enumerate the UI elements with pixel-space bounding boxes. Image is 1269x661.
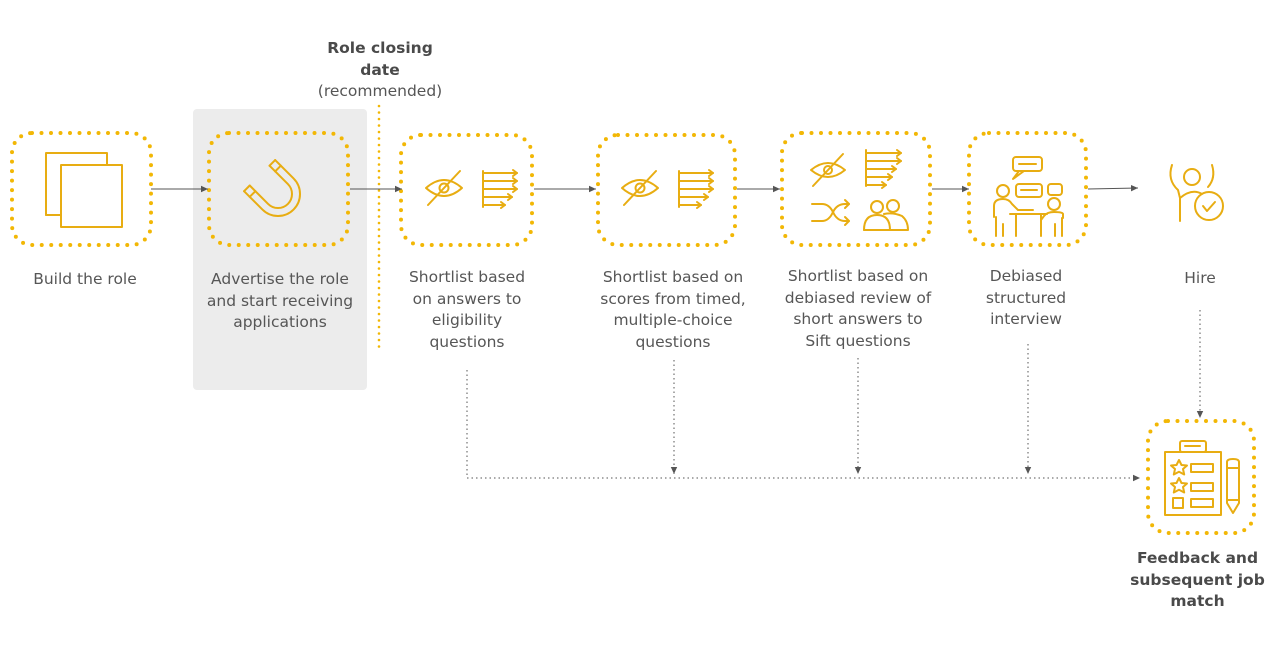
step-label-hire: Hire xyxy=(1150,268,1250,290)
step-label-line: applications xyxy=(233,313,327,331)
step-label-line: on answers to xyxy=(412,289,522,308)
arrow-interview-hire xyxy=(1087,184,1139,192)
closing-date-title: Role closing xyxy=(327,39,433,57)
step-label-line: debiased review of xyxy=(784,288,932,307)
step-label-line: Hire xyxy=(1184,269,1216,287)
feedback-label-line: subsequent job xyxy=(1130,570,1265,589)
hired-person-icon xyxy=(1169,164,1224,222)
feedback-frame xyxy=(1146,419,1256,535)
step-label-timed: Shortlist based on scores from timed, mu… xyxy=(583,267,763,353)
closing-date-title-line2: date xyxy=(360,60,400,79)
step-label-eligibility: Shortlist based on answers to eligibilit… xyxy=(387,267,547,353)
blind-sort-icon xyxy=(621,169,714,209)
closing-date-note: (recommended) xyxy=(317,82,443,100)
magnet-icon xyxy=(243,159,301,217)
blind-sort-icon xyxy=(425,169,518,209)
step-label-line: Shortlist based on xyxy=(787,267,929,285)
clipboard-rating-icon xyxy=(1164,440,1240,516)
step-label-line: interview xyxy=(990,310,1062,328)
step-frame-build xyxy=(10,131,153,247)
step-label-line: Build the role xyxy=(33,270,137,288)
step-label-line: short answers to xyxy=(793,310,923,328)
step-frame-timed xyxy=(596,133,737,247)
step-label-line: Shortlist based xyxy=(408,268,526,286)
step-label-advertise: Advertise the role and start receiving a… xyxy=(195,269,365,334)
step-label-line: multiple-choice xyxy=(613,311,733,329)
step-frame-advertise xyxy=(207,131,350,247)
current-step-highlight xyxy=(193,109,367,390)
feedback-label: Feedback and subsequent job match xyxy=(1125,548,1269,613)
interview-icon xyxy=(993,156,1064,237)
step-label-interview: Debiased structured interview xyxy=(956,266,1096,331)
feedback-label-line: Feedback and xyxy=(1136,549,1259,567)
step-label-sift: Shortlist based on debiased review of sh… xyxy=(768,266,948,352)
step-label-build: Build the role xyxy=(5,269,165,291)
step-frame-interview xyxy=(967,131,1088,247)
documents-icon xyxy=(45,152,123,228)
step-label-line: Advertise the role xyxy=(211,270,349,288)
step-label-line: Sift questions xyxy=(805,331,911,350)
step-label-line: eligibility xyxy=(431,311,503,329)
step-label-line: Debiased xyxy=(989,267,1063,285)
step-label-line: Shortlist based on xyxy=(602,268,744,286)
step-label-line: and start receiving xyxy=(206,291,354,310)
closing-date-label: Role closing date (recommended) xyxy=(310,38,450,103)
feedback-label-line: match xyxy=(1170,592,1225,610)
blind-sort-shuffle-group-icon xyxy=(810,149,909,231)
step-label-line: questions xyxy=(635,332,711,351)
step-label-line: questions xyxy=(429,332,505,351)
step-label-line: scores from timed, xyxy=(600,289,746,308)
step-label-line: structured xyxy=(985,288,1067,307)
step-frame-sift xyxy=(780,131,932,247)
